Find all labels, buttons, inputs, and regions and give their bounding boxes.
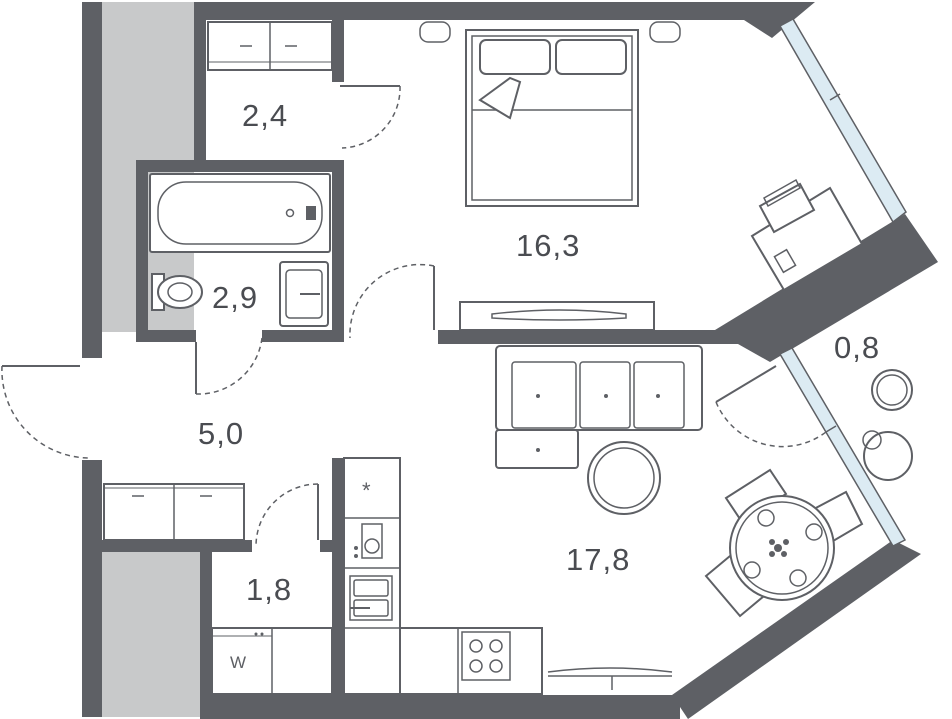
bathtub [149, 173, 331, 253]
storage-area-label: 2,4 [242, 98, 288, 133]
dining-set [704, 468, 864, 618]
utility-shaft-bottom [102, 552, 200, 717]
toilet [151, 273, 203, 311]
tv-console [459, 301, 655, 331]
storage-door[interactable] [340, 85, 401, 149]
double-bed [419, 21, 681, 207]
sofa [495, 345, 703, 469]
hallway-wardrobe [103, 483, 245, 541]
kitchen-sink [349, 575, 393, 621]
bathroom-area-label: 2,9 [212, 280, 258, 315]
bathroom-sink [279, 261, 329, 327]
utility-door[interactable] [255, 483, 319, 547]
fridge-symbol: * [362, 478, 371, 503]
storage-shelving [207, 21, 333, 71]
utility-area-label: 1,8 [246, 572, 292, 607]
balcony-door[interactable] [715, 365, 827, 448]
coffee-machine [354, 523, 383, 559]
entrance-door[interactable] [1, 365, 89, 459]
walls [82, 2, 938, 719]
living-kitchen-area-label: 17,8 [566, 542, 630, 577]
coffee-table [587, 441, 661, 515]
bedroom-door[interactable] [349, 263, 435, 339]
bedroom-window [778, 17, 907, 224]
bathroom-door[interactable] [195, 337, 263, 395]
kitchen-counter-horizontal [399, 627, 543, 695]
cooktop [461, 631, 511, 681]
balcony-area-label: 0,8 [834, 330, 880, 365]
washer-label: W [230, 653, 246, 672]
balcony-chair [862, 430, 913, 481]
tv-stand [547, 667, 673, 690]
hallway-area-label: 5,0 [198, 416, 244, 451]
desk-chair [758, 178, 816, 234]
bedroom-area-label: 16,3 [516, 228, 580, 263]
balcony-table [871, 369, 913, 411]
balcony-window [778, 347, 907, 547]
utility-counter [211, 627, 333, 695]
